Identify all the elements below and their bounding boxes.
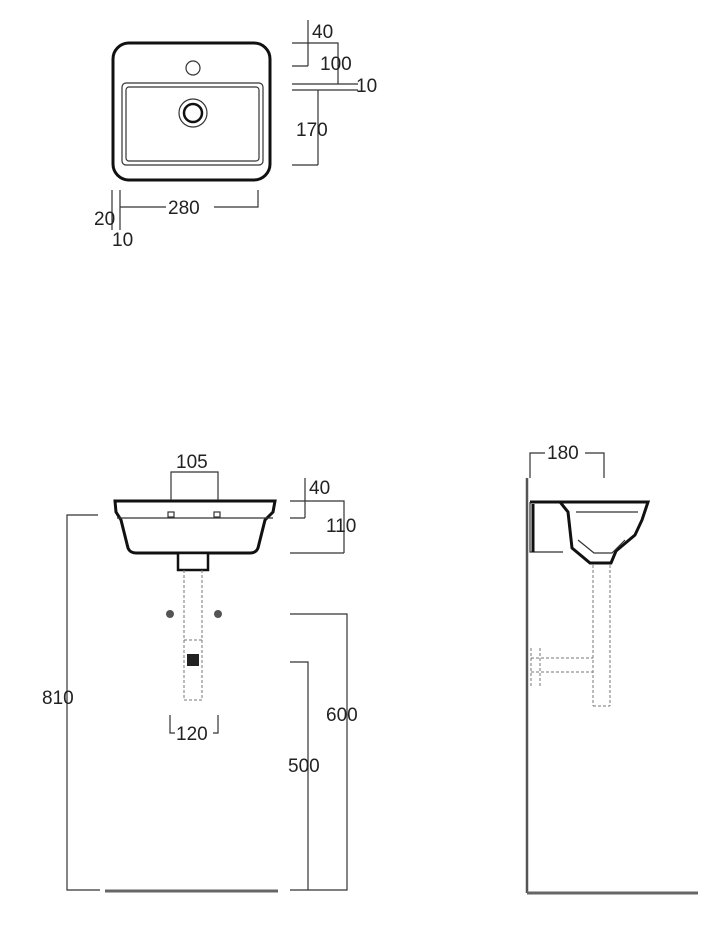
drain-outer: [178, 98, 208, 128]
dim-600-line: [290, 613, 348, 891]
dim-500: 500: [288, 756, 320, 777]
bracket-profile: [529, 502, 563, 553]
dim-600: 600: [326, 705, 358, 726]
fixing-bolt-left: [166, 610, 174, 618]
dim-120-bracket: [169, 715, 219, 734]
bowl-outer: [121, 82, 264, 166]
dim-810: 810: [42, 688, 74, 709]
dim-105-bracket: [170, 471, 219, 500]
dim-280: 280: [168, 198, 200, 219]
dim-105: 105: [176, 452, 208, 473]
dim-10-left: 10: [112, 230, 133, 251]
dimension-lines-right: [292, 20, 358, 166]
dim-20: 20: [94, 209, 115, 230]
top-view: 40 100 10 170 280 20 10: [94, 20, 377, 251]
dim-110: 110: [326, 516, 356, 537]
dim-810-line: [66, 514, 100, 891]
basin-outline-front: [113, 499, 277, 555]
side-trap-pipe: [530, 565, 611, 707]
front-view: 105 40 110 810 600 500 120: [42, 452, 358, 893]
dim-500-line: [290, 661, 309, 890]
drain-inner: [182, 102, 204, 124]
tap-hole: [185, 60, 201, 76]
basin-outline-top: [111, 41, 272, 182]
basin-profile-side: [530, 500, 651, 565]
dimension-lines-right: [290, 478, 345, 554]
dimension-lines-bottom: [111, 190, 259, 230]
dim-180: 180: [547, 443, 579, 464]
dim-180-bracket: [529, 452, 605, 478]
trap-connector: [187, 654, 199, 666]
tap-hole-left: [167, 511, 175, 518]
waste-outlet: [176, 551, 210, 572]
bowl-interior: [576, 511, 638, 554]
trap-pipe: [183, 570, 203, 701]
tap-hole-right: [213, 511, 221, 518]
side-view: 180: [525, 443, 698, 895]
dim-100: 100: [320, 54, 352, 75]
dim-40: 40: [309, 478, 330, 499]
fixing-bolt-right: [214, 610, 222, 618]
dim-120: 120: [176, 724, 208, 745]
dim-10-right: 10: [356, 76, 377, 97]
dim-40: 40: [312, 22, 333, 43]
dim-170: 170: [296, 120, 328, 141]
bowl-inner: [125, 86, 260, 162]
